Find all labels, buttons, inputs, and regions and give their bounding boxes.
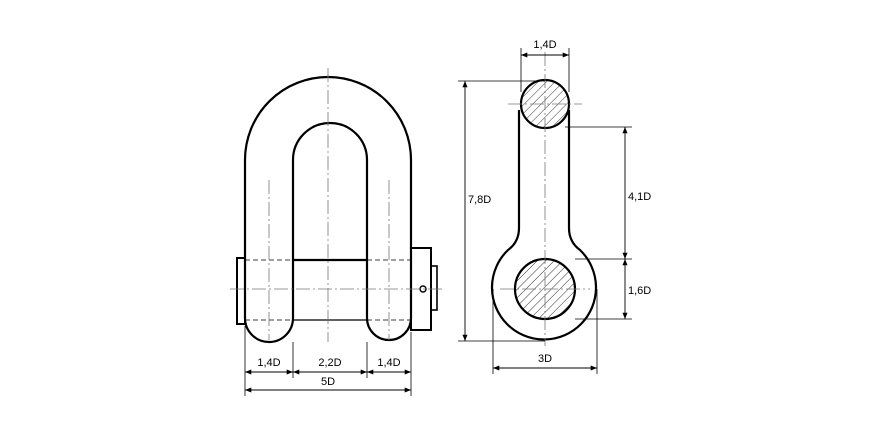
side-extension-lines xyxy=(458,48,632,374)
pin-head xyxy=(236,257,246,325)
side-body-outline xyxy=(490,110,598,341)
dim-inner-width-label: 2,2D xyxy=(318,357,341,369)
dim-left-leg-label: 1,4D xyxy=(257,357,280,369)
front-dimension-lines xyxy=(245,369,411,393)
side-view: 1,4D 7,8D 4,1D 1,6D 3D xyxy=(458,39,651,374)
dim-center-distance-label: 4,1D xyxy=(628,191,651,203)
front-view: 1,4D 2,2D 1,4D 5D xyxy=(230,68,445,396)
cotter-plate xyxy=(430,265,438,311)
dim-top-diameter-label: 1,4D xyxy=(533,39,556,51)
side-dimension-lines xyxy=(462,52,628,371)
dim-overall-width-label: 5D xyxy=(321,376,335,388)
dim-eye-width-label: 3D xyxy=(538,353,552,365)
dim-right-leg-label: 1,4D xyxy=(377,357,400,369)
side-centerlines xyxy=(500,52,590,346)
dim-eye-diameter-label: 1,6D xyxy=(628,285,651,297)
dim-total-height-label: 7,8D xyxy=(468,194,491,206)
front-centerlines xyxy=(230,68,445,342)
shackle-bow xyxy=(243,75,413,344)
